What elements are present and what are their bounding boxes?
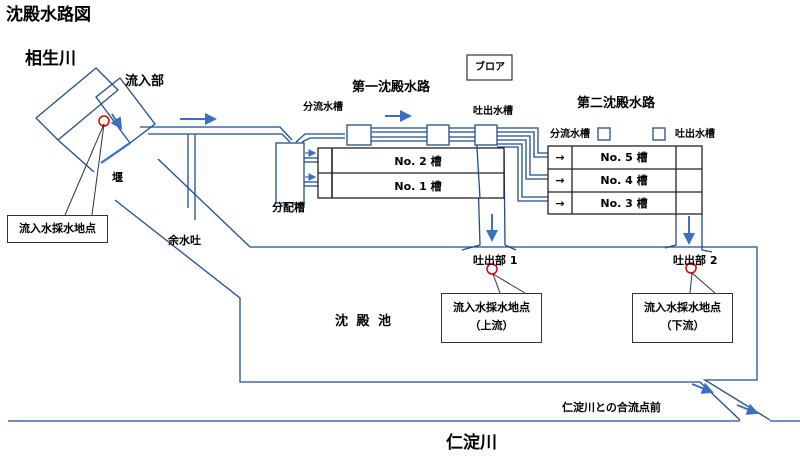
upstream-sampling-callout: 流入水採水地点 （上流） xyxy=(441,293,542,343)
distribution-tank-label: 分配槽 xyxy=(272,201,305,214)
blower-label: ブロア xyxy=(475,62,505,73)
flow-arrow-icon xyxy=(736,403,759,415)
weir-label: 堰 xyxy=(112,171,123,184)
weir-mark xyxy=(100,142,131,164)
second-channel-label: 第二沈殿水路 xyxy=(577,96,656,111)
inflow-sampling-callout: 流入水採水地点 xyxy=(7,215,108,243)
inflow-label: 流入部 xyxy=(125,74,165,89)
outlet-tank-1 xyxy=(474,124,498,146)
tank-no1: No. 1 槽 xyxy=(394,179,441,193)
tank-no2: No. 2 槽 xyxy=(394,154,441,168)
flow-arrow-icon xyxy=(691,382,714,394)
main-pipe-bottom xyxy=(148,133,291,143)
confluence-label: 仁淀川との合流点前 xyxy=(562,401,661,414)
sampling-point-downstream xyxy=(685,262,697,274)
main-pipe-top xyxy=(140,126,293,141)
callout-text: 流入水採水地点 xyxy=(453,301,530,314)
page-title: 沈殿水路図 xyxy=(6,5,91,25)
flow-arrow-icon xyxy=(110,113,123,130)
outlet-tank-1-label: 吐出水槽 xyxy=(473,106,513,117)
settling-pond-label: 沈 殿 池 xyxy=(335,314,394,329)
tank-arrow-icon: → xyxy=(555,174,564,187)
outlet-1-label: 吐出部 1 xyxy=(473,254,518,267)
intake-structure xyxy=(35,67,119,141)
pond-outline-left xyxy=(114,199,741,421)
pond-outline-right xyxy=(157,158,771,421)
tank-no5: No. 5 槽 xyxy=(600,150,647,164)
weir-line xyxy=(57,139,95,173)
overflow-label: 余水吐 xyxy=(168,234,201,247)
split-tank-1-label: 分流水槽 xyxy=(303,102,343,113)
tank-no4: No. 4 槽 xyxy=(600,173,647,187)
tank-arrow-icon: → xyxy=(555,151,564,164)
first-channel-label: 第一沈殿水路 xyxy=(352,80,431,95)
aioi-river-label: 相生川 xyxy=(25,49,76,69)
sampling-point-upstream xyxy=(486,263,498,275)
first-channel-tanks xyxy=(317,147,505,199)
callout-subtext: （下流） xyxy=(660,318,705,332)
blower-box xyxy=(466,54,513,81)
outlet-2-label: 吐出部 2 xyxy=(673,254,718,267)
outlet-tank-2-label: 吐出水槽 xyxy=(675,129,715,140)
downstream-sampling-callout: 流入水採水地点 （下流） xyxy=(632,293,733,343)
nitoyo-river-label: 仁淀川 xyxy=(446,433,497,453)
second-channel-tanks xyxy=(547,145,703,215)
callout-text: 流入水採水地点 xyxy=(644,301,721,314)
callout-subtext: （上流） xyxy=(469,318,514,332)
distribution-tank xyxy=(275,142,305,204)
tank-no3: No. 3 槽 xyxy=(600,196,647,210)
tank-arrow-icon: → xyxy=(555,197,564,210)
split-tank-2-label: 分流水槽 xyxy=(550,129,590,140)
callout-text: 流入水採水地点 xyxy=(19,222,96,235)
